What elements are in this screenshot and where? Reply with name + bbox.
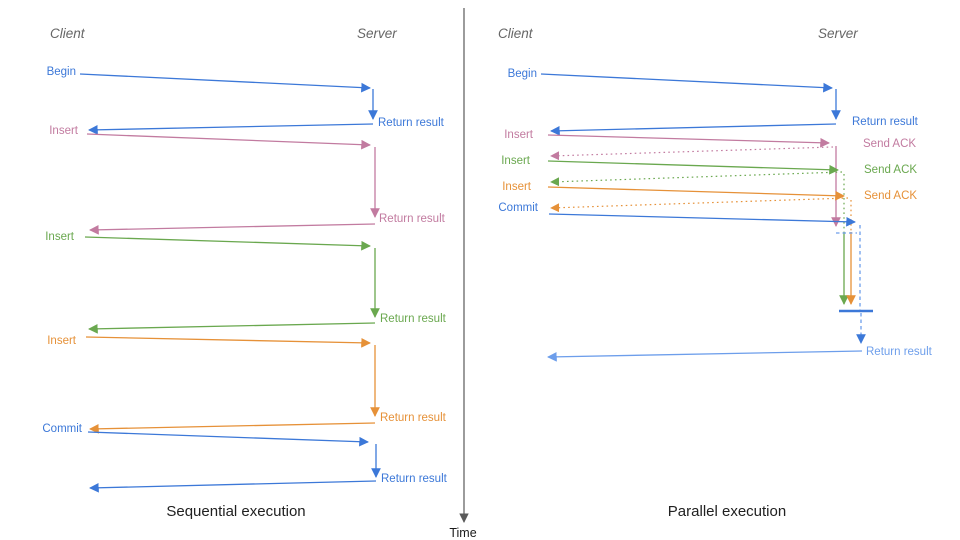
- par-insert1-ack-line: [550, 146, 834, 161]
- par-send-ack-3-label: Send ACK: [864, 190, 917, 202]
- par-insert2-ack-line: [550, 171, 843, 187]
- seq-return-result-4-label: Return result: [380, 412, 447, 424]
- seq-insert1-request-line: [86, 133, 371, 150]
- sequential-panel: Client Server Begin Return result Insert…: [42, 26, 447, 520]
- par-insert3-ack-line: [550, 197, 849, 213]
- seq-insert3-label: Insert: [47, 335, 77, 347]
- seq-return-result-5-label: Return result: [381, 473, 448, 485]
- seq-begin-return-line: [88, 123, 374, 135]
- seq-return-result-1-label: Return result: [378, 117, 445, 129]
- par-insert2-request-line: [547, 160, 839, 175]
- par-insert3-request-line: [547, 186, 845, 201]
- time-axis-label: Time: [449, 526, 476, 540]
- par-server-header: Server: [818, 26, 858, 41]
- seq-commit-request-line: [87, 431, 369, 447]
- time-axis: Time: [449, 8, 477, 540]
- parallel-panel: Client Server Begin Return result Insert…: [498, 26, 933, 520]
- par-insert1-label: Insert: [504, 129, 534, 141]
- seq-return-result-3-label: Return result: [380, 313, 447, 325]
- seq-begin-label: Begin: [47, 66, 76, 78]
- par-begin-return-label: Return result: [852, 116, 919, 128]
- par-begin-label: Begin: [508, 68, 537, 80]
- par-client-header: Client: [498, 26, 534, 41]
- seq-commit-label: Commit: [42, 423, 82, 435]
- seq-insert3-return-line: [89, 422, 376, 434]
- seq-server-header: Server: [357, 26, 397, 41]
- par-insert3-label: Insert: [502, 181, 532, 193]
- par-commit-label: Commit: [498, 202, 538, 214]
- parallel-title: Parallel execution: [668, 503, 786, 520]
- par-begin-return-line: [550, 123, 837, 136]
- par-final-return-line: [547, 350, 863, 362]
- seq-return-result-2-label: Return result: [379, 213, 446, 225]
- seq-insert2-request-line: [84, 236, 371, 251]
- seq-insert3-request-line: [85, 336, 371, 348]
- par-commit-request-line: [548, 213, 856, 227]
- seq-insert2-label: Insert: [45, 231, 75, 243]
- sequential-title: Sequential execution: [166, 503, 305, 520]
- par-insert2-label: Insert: [501, 155, 531, 167]
- par-send-ack-1-label: Send ACK: [863, 138, 916, 150]
- seq-begin-request-line: [79, 73, 371, 93]
- par-insert1-request-line: [547, 134, 830, 148]
- par-final-return-label: Return result: [866, 346, 933, 358]
- seq-insert2-return-line: [88, 322, 376, 334]
- seq-insert1-label: Insert: [49, 125, 79, 137]
- par-begin-request-line: [540, 73, 833, 93]
- seq-insert1-return-line: [89, 223, 376, 235]
- seq-commit-return-line: [89, 480, 377, 493]
- par-send-ack-2-label: Send ACK: [864, 164, 917, 176]
- seq-client-header: Client: [50, 26, 86, 41]
